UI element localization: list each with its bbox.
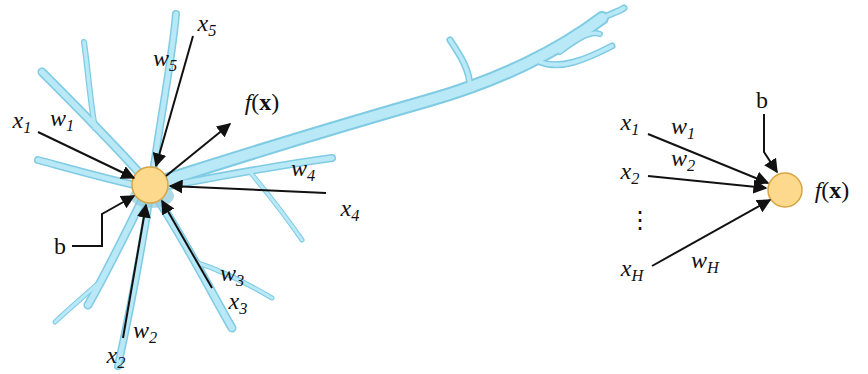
- arrow: [170, 186, 326, 193]
- perceptron-arrows: [648, 114, 777, 266]
- math-label: w2: [671, 146, 695, 174]
- input-arrows: [38, 36, 326, 338]
- math-label: w1: [50, 106, 74, 134]
- arrow: [38, 132, 134, 178]
- math-label: w1: [671, 114, 695, 142]
- arrow: [652, 200, 770, 266]
- math-label: x3: [229, 289, 248, 317]
- math-label: w5: [153, 46, 177, 74]
- math-label: wH: [691, 248, 719, 276]
- bias-arrow: [72, 196, 134, 246]
- neuron-circle: [768, 173, 802, 207]
- math-label: x5: [198, 11, 217, 39]
- arrow: [648, 134, 768, 183]
- soma: [132, 167, 168, 203]
- math-label: xH: [621, 256, 643, 284]
- bias-arrow: [764, 114, 777, 172]
- math-label: w4: [291, 156, 315, 184]
- arrow: [648, 176, 766, 188]
- neuron-outline: [38, 8, 624, 366]
- math-label: w3: [220, 261, 244, 289]
- math-label: f(x): [245, 90, 280, 114]
- math-label: b: [756, 88, 768, 112]
- math-label: x1: [13, 108, 32, 136]
- math-label: x4: [341, 196, 360, 224]
- arrow: [166, 124, 230, 176]
- math-label: b: [54, 234, 66, 258]
- math-label: w2: [133, 318, 157, 346]
- neuron-body: [38, 8, 624, 366]
- math-label: x1: [621, 110, 640, 138]
- math-label: x2: [107, 343, 126, 371]
- math-label: f(x): [815, 178, 850, 202]
- math-label: ⋮: [628, 208, 652, 232]
- arrow: [162, 201, 212, 288]
- math-label: x2: [621, 159, 640, 187]
